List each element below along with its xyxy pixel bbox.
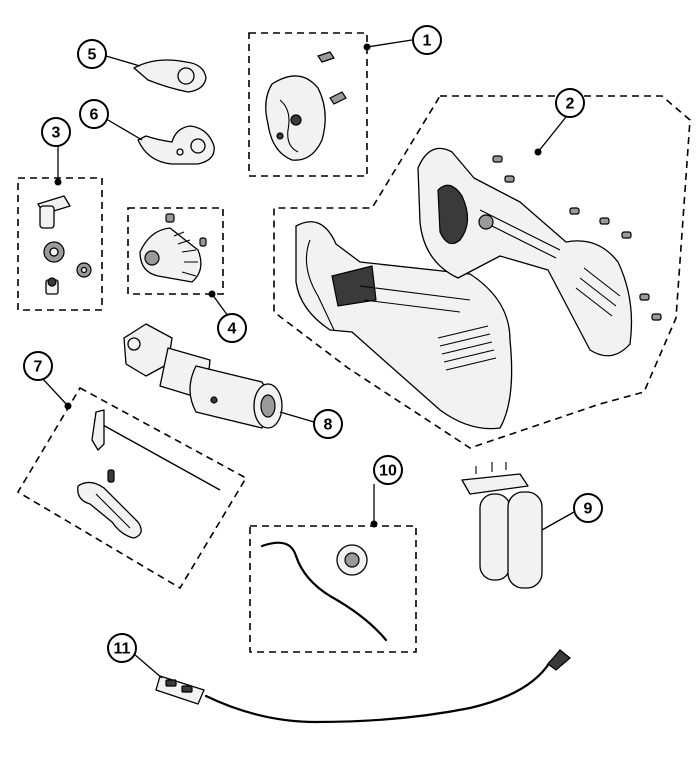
callout-1: 1 xyxy=(363,25,442,55)
group-box-10 xyxy=(249,525,417,653)
callout-3: 3 xyxy=(41,117,71,186)
group-box-1 xyxy=(248,32,368,177)
callout-label-10: 10 xyxy=(379,463,397,480)
part-4-gear-sector xyxy=(139,213,207,283)
callout-10: 10 xyxy=(370,455,403,528)
callout-5: 5 xyxy=(77,39,141,69)
callout-2: 2 xyxy=(534,88,585,156)
callout-label-9: 9 xyxy=(584,501,593,518)
callout-label-5: 5 xyxy=(88,47,97,64)
part-5-blade xyxy=(133,59,207,93)
part-7-trigger-assembly xyxy=(77,409,221,539)
callout-6: 6 xyxy=(79,99,143,141)
part-11-charging-cable xyxy=(155,649,571,724)
group-box-3 xyxy=(17,177,103,311)
part-8-motor xyxy=(123,323,283,429)
part-6-hook-blade xyxy=(137,125,215,165)
callout-9: 9 xyxy=(541,493,603,531)
callout-7: 7 xyxy=(23,351,72,410)
callout-label-2: 2 xyxy=(566,96,575,113)
callout-label-11: 11 xyxy=(114,641,131,658)
callout-label-3: 3 xyxy=(52,125,61,142)
part-10-wire-and-grommet xyxy=(260,541,388,642)
callout-label-1: 1 xyxy=(423,33,432,50)
part-2-screws xyxy=(492,155,662,321)
part-3-gear-set xyxy=(37,195,92,295)
group-box-2 xyxy=(273,95,691,449)
group-box-4 xyxy=(127,207,224,295)
part-9-battery-pack xyxy=(461,462,543,589)
group-box-7 xyxy=(16,386,248,590)
part-1-cover xyxy=(265,51,347,161)
callout-label-4: 4 xyxy=(228,321,237,338)
part-2-housing-half-right xyxy=(417,147,633,357)
callout-label-8: 8 xyxy=(324,417,333,434)
callout-4: 4 xyxy=(208,290,247,343)
callout-11: 11 xyxy=(107,633,163,679)
callout-8: 8 xyxy=(279,409,343,439)
callout-label-6: 6 xyxy=(90,107,99,124)
callout-label-7: 7 xyxy=(34,359,43,376)
